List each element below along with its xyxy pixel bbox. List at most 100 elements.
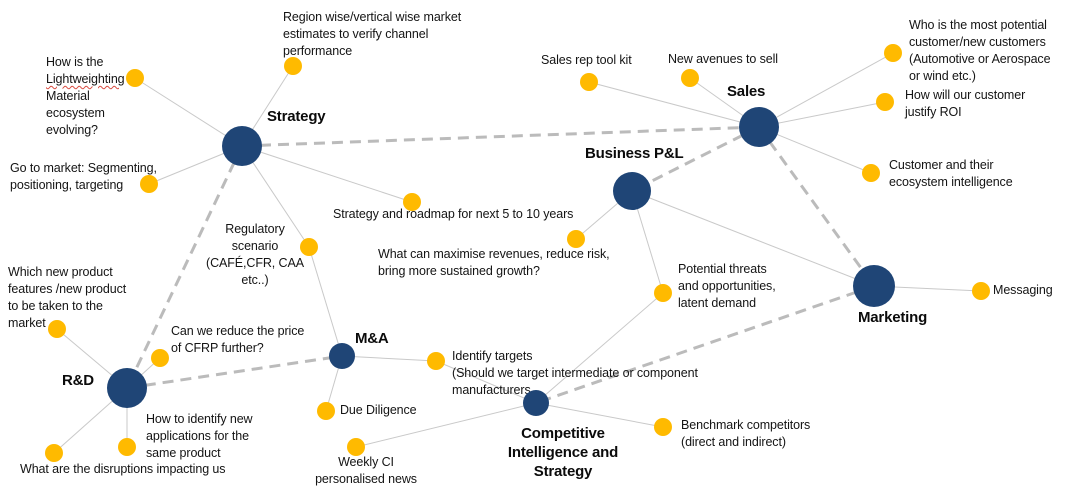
hub-label-line: M&A [355, 330, 389, 347]
topic-label-line: ecosystem [46, 106, 105, 120]
topic-label-line: bring more sustained growth? [378, 264, 540, 278]
topic-label-line: applications for the [146, 429, 249, 443]
topic-label-line: (Should we target intermediate or compon… [452, 366, 698, 380]
topic-label-line: manufacturers [452, 383, 531, 397]
hub-label-rnd: R&D [62, 371, 94, 390]
topic-label-line: to be taken to the [8, 299, 103, 313]
topic-dot-sales-rep-toolkit [580, 73, 598, 91]
topic-label-line: How will our customer [905, 88, 1026, 102]
hub-node-marketing [853, 265, 895, 307]
hub-label-line: Strategy [533, 463, 593, 480]
edge-sales--potential-customers [758, 52, 894, 128]
topic-label-customer-ecosystem-intel: Customer and their ecosystem intelligence [889, 157, 1013, 191]
hub-label-line: Strategy [267, 108, 326, 125]
spellcheck-squiggle: Lightweighting [46, 72, 125, 86]
topic-label-line: or wind etc.) [909, 69, 976, 83]
topic-label-line: Customer and their [889, 158, 994, 172]
topic-label-line: of CFRP further? [171, 341, 264, 355]
topic-dot-due-diligence [317, 402, 335, 420]
edge-sales--sales-rep-toolkit [588, 81, 760, 128]
topic-dot-go-to-market [140, 175, 158, 193]
edge-sales--customer-roi [758, 101, 886, 128]
topic-label-line: What are the disruptions impacting us [20, 462, 226, 476]
topic-dot-messaging [972, 282, 990, 300]
topic-label-customer-roi: How will our customer justify ROI [905, 87, 1025, 121]
hub-label-ma: M&A [355, 329, 389, 348]
edge-sales--business-pl [631, 125, 760, 193]
edge-sales--customer-ecosystem-intel [758, 126, 872, 174]
topic-label-line: market [8, 316, 46, 330]
edge-ci--weekly-ci-news [355, 402, 537, 448]
topic-label-line: Potential threats [678, 262, 767, 276]
topic-label-new-avenues-to-sell: New avenues to sell [668, 51, 778, 68]
topic-dot-region-market-estimates [284, 57, 302, 75]
topic-label-line: Can we reduce the price [171, 324, 305, 338]
topic-label-sales-rep-toolkit: Sales rep tool kit [541, 52, 632, 69]
edge-business-pl--marketing [631, 190, 875, 287]
topic-label-line: justify ROI [905, 105, 962, 119]
edge-ci--identify-targets [435, 360, 537, 404]
hub-label-line: R&D [62, 372, 94, 389]
topic-dot-customer-ecosystem-intel [862, 164, 880, 182]
topic-dot-maximise-revenues [567, 230, 585, 248]
topic-label-messaging: Messaging [993, 282, 1053, 299]
topic-label-line: (CAFÉ,CFR, CAA [206, 256, 304, 270]
edge-rnd--ma [126, 354, 343, 390]
hub-label-line: Competitive [521, 425, 605, 442]
edge-ma--identify-targets [341, 355, 437, 362]
topic-label-line: features /new product [8, 282, 127, 296]
topic-dot-new-avenues-to-sell [681, 69, 699, 87]
topic-label-line: and opportunities, [678, 279, 776, 293]
topic-label-line: performance [283, 44, 353, 58]
topic-label-line: latent demand [678, 296, 756, 310]
hub-node-strategy [222, 126, 262, 166]
topic-label-line: Lightweighting [46, 71, 125, 88]
topic-label-line: same product [146, 446, 221, 460]
topic-label-line: Strategy and roadmap for next 5 to 10 ye… [333, 207, 574, 221]
topic-label-line: Due Diligence [340, 403, 417, 417]
hub-label-line: Sales [727, 83, 766, 100]
topic-label-line: Weekly CI [338, 455, 394, 469]
hub-node-ci [523, 390, 549, 416]
topic-label-line: (direct and indirect) [681, 435, 786, 449]
topic-label-line: Which new product [8, 265, 113, 279]
edge-strategy--sales [241, 125, 760, 148]
hub-node-business-pl [613, 172, 651, 210]
topic-label-line: scenario [231, 239, 279, 253]
topic-label-potential-threats: Potential threats and opportunities, laten… [678, 261, 776, 312]
topic-dot-customer-roi [876, 93, 894, 111]
hub-label-marketing: Marketing [858, 308, 927, 327]
topic-label-line: New avenues to sell [668, 52, 778, 66]
topic-dot-potential-customers [884, 44, 902, 62]
topic-label-go-to-market: Go to market: Segmenting,positioning, ta… [10, 160, 157, 194]
hub-label-strategy: Strategy [267, 107, 326, 126]
topic-label-line: positioning, targeting [10, 178, 124, 192]
hub-label-line: Intelligence and [507, 444, 619, 461]
topic-label-line: ecosystem intelligence [889, 175, 1013, 189]
topic-label-due-diligence: Due Diligence [340, 402, 417, 419]
topic-label-line: (Automotive or Aerospace [909, 52, 1051, 66]
topic-label-line: Messaging [993, 283, 1053, 297]
hub-label-business-pl: Business P&L [585, 144, 684, 163]
topic-label-line: Identify targets [452, 349, 533, 363]
hub-label-line: Marketing [858, 309, 928, 326]
topic-dot-cfrp-price [151, 349, 169, 367]
topic-label-weekly-ci-news: Weekly CI personalised news [303, 454, 429, 488]
edge-strategy--rnd [125, 145, 244, 389]
hub-node-ma [329, 343, 355, 369]
topic-label-line: Material [46, 89, 90, 103]
topic-dot-new-applications [118, 438, 136, 456]
topic-label-line: Benchmark competitors [681, 418, 811, 432]
hub-label-line: Business P&L [585, 145, 684, 162]
topic-label-line: etc..) [241, 273, 269, 287]
edge-marketing--ci [535, 284, 875, 405]
topic-dot-potential-threats [654, 284, 672, 302]
topic-label-line: personalised news [315, 472, 417, 486]
topic-dot-lightweighting-ecosystem [126, 69, 144, 87]
topic-dot-weekly-ci-news [347, 438, 365, 456]
topic-label-benchmark-competitors: Benchmark competitors (direct and indirec… [681, 417, 810, 451]
